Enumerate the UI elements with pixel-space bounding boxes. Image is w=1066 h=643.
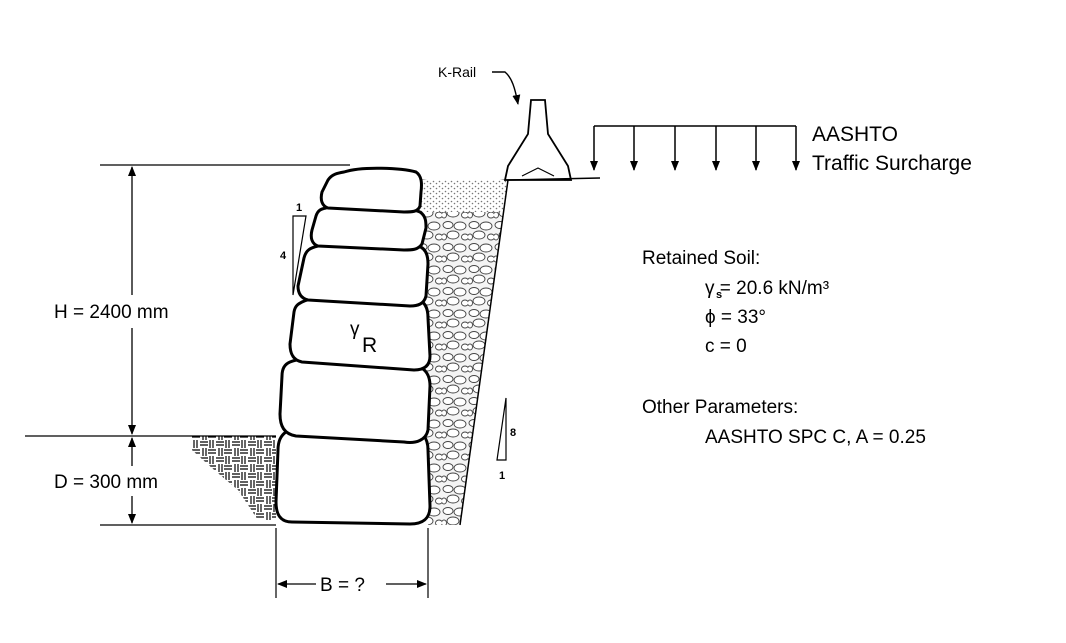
batter-right-rise-label: 8 <box>510 427 516 439</box>
surcharge-label-line2: Traffic Surcharge <box>812 152 972 175</box>
height-label: H = 2400 mm <box>54 302 169 323</box>
k-rail-leader-arrow <box>492 71 521 105</box>
retained-soil-cohesion: c = 0 <box>705 336 747 357</box>
batter-triangle-wall-face <box>292 215 307 296</box>
retained-soil-friction-angle: ϕ = 33° <box>705 307 766 328</box>
traffic-surcharge-load <box>590 125 800 171</box>
batter-triangle-backfill <box>496 397 507 461</box>
k-rail-label: K-Rail <box>438 64 476 80</box>
surcharge-label-line1: AASHTO <box>812 123 898 146</box>
gravel-backfill-top-fines <box>418 180 508 212</box>
k-rail-base-detail <box>521 167 555 177</box>
rock-course-1 <box>319 166 423 214</box>
backfill-sloped-boundary <box>459 179 509 526</box>
other-parameters-title: Other Parameters: <box>642 397 798 418</box>
k-rail-barrier <box>503 99 573 181</box>
batter-right-run-label: 1 <box>499 470 505 482</box>
rock-unit-weight-symbol: γ <box>350 319 360 340</box>
drainage-gravel-backfill <box>418 180 508 525</box>
retained-soil-unit-weight: γ = 20.6 kN/m³ <box>705 278 829 299</box>
batter-left-rise-label: 4 <box>280 250 287 262</box>
batter-left-run-label: 1 <box>296 202 302 214</box>
base-width-label: B = ? <box>320 575 365 596</box>
rock-unit-weight-subscript: R <box>362 334 377 357</box>
retained-soil-title: Retained Soil: <box>642 248 760 269</box>
depth-label: D = 300 mm <box>54 472 158 493</box>
other-parameters-seismic: AASHTO SPC C, A = 0.25 <box>705 427 926 448</box>
foundation-soil-hatch <box>192 436 276 520</box>
retained-soil-unit-weight-subscript: s <box>716 289 722 301</box>
